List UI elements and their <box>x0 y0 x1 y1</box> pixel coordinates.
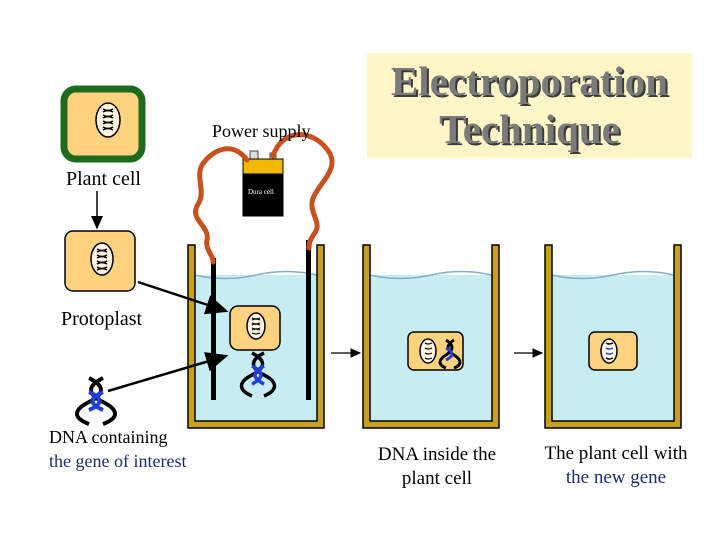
dna-strand-in-beaker-icon <box>239 351 277 398</box>
dna-containing-label: DNA containing <box>49 427 168 447</box>
chromosome-icon <box>102 108 114 131</box>
nucleus-icon <box>95 102 121 138</box>
power-supply-label: Power supply <box>212 121 311 141</box>
plant-cell <box>60 85 146 163</box>
electrode-right <box>306 240 311 400</box>
plant-cell-label: Plant cell <box>66 168 141 190</box>
arrow-protoplast-to-beaker <box>137 280 229 315</box>
dna-inside-label-line-2: plant cell <box>401 468 473 489</box>
page-title: Electroporation Technique <box>367 57 692 153</box>
nucleus-icon <box>419 338 437 364</box>
arrow-dna-to-beaker <box>107 352 229 393</box>
gene-of-interest-label: the gene of interest <box>49 451 187 471</box>
beaker-3-wall <box>544 244 682 429</box>
nucleus-icon <box>90 242 114 276</box>
chromosome-new-gene-icon <box>605 342 614 360</box>
electrode-left <box>211 258 216 400</box>
beaker-2-water-surface <box>369 270 493 280</box>
title-line-2: Technique <box>439 106 620 152</box>
beaker-3-water-surface <box>551 270 675 280</box>
wire-right <box>270 132 335 251</box>
dna-strand-icon <box>75 376 117 426</box>
cell-in-beaker-3 <box>588 331 638 371</box>
title-box: Electroporation Technique <box>367 53 692 158</box>
new-gene-label-line-1: The plant cell with <box>544 443 688 464</box>
cell-in-beaker-2 <box>407 331 464 371</box>
battery-label: Dura cell <box>248 188 274 196</box>
wire-left <box>193 146 250 265</box>
chromosome-icon <box>424 342 433 360</box>
protoplast-label: Protoplast <box>61 308 143 330</box>
beaker-1-wall <box>187 244 325 429</box>
title-line-1: Electroporation <box>390 58 669 104</box>
dna-fragment-icon <box>438 338 462 370</box>
chromosome-icon <box>96 248 108 271</box>
beaker-2-wall <box>362 244 500 429</box>
nucleus-icon <box>246 312 266 340</box>
chromosome-icon <box>251 317 261 335</box>
protoplast-in-beaker-1 <box>229 305 281 351</box>
new-gene-label-line-2: the new gene <box>565 467 667 488</box>
dna-inside-label-line-1: DNA inside the <box>377 444 497 465</box>
protoplast <box>64 230 136 292</box>
nucleus-icon <box>600 338 618 364</box>
